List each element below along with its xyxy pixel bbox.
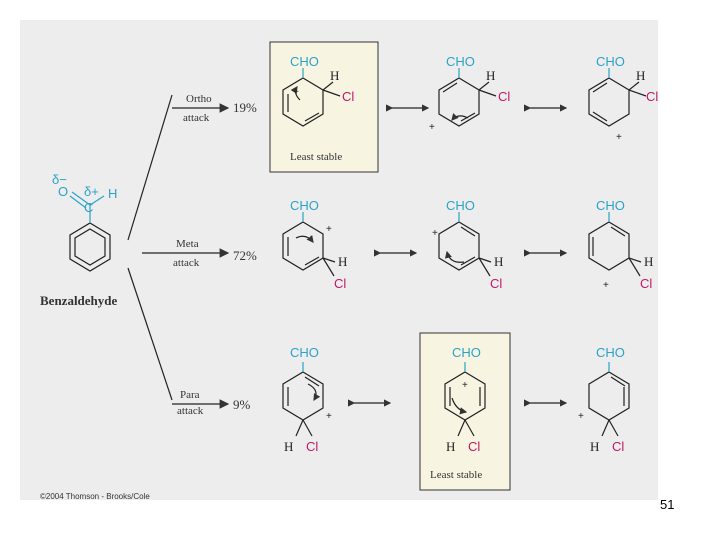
page-number: 51 <box>660 497 675 512</box>
reactant-name: Benzaldehyde <box>40 293 118 308</box>
percent-meta: 72% <box>233 248 257 263</box>
copyright-notice: ©2004 Thomson - Brooks/Cole <box>40 492 150 501</box>
delta-minus-label: δ− <box>52 172 67 187</box>
h-label: H <box>590 439 599 454</box>
cl-label: Cl <box>306 439 318 454</box>
ortho-structure-3 <box>588 68 647 127</box>
charge-plus: + <box>462 380 468 391</box>
aldehyde-hydrogen: H <box>108 186 117 201</box>
benzaldehyde-structure: O C H δ− δ+ <box>52 172 117 272</box>
h-label: H <box>446 439 455 454</box>
least-stable-label-para: Least stable <box>430 469 482 481</box>
cho-label: CHO <box>596 345 625 360</box>
charge-plus: + <box>429 122 435 133</box>
meta-structure-1 <box>282 212 336 277</box>
charge-plus: + <box>432 228 438 239</box>
cho-label: CHO <box>446 54 475 69</box>
cl-label: Cl <box>498 89 510 104</box>
cho-label: CHO <box>290 54 319 69</box>
h-label: H <box>486 68 495 83</box>
charge-plus: + <box>293 87 299 98</box>
branch-line-ortho <box>127 94 173 241</box>
cl-label: Cl <box>468 439 480 454</box>
charge-plus: + <box>326 224 332 235</box>
percent-para: 9% <box>233 397 251 412</box>
pathway-label-ortho: Ortho <box>186 93 212 105</box>
cho-label: CHO <box>452 345 481 360</box>
para-structure-2 <box>444 362 486 437</box>
h-label: H <box>338 254 347 269</box>
ortho-structure-2 <box>438 68 497 127</box>
charge-plus: + <box>326 411 332 422</box>
cl-label: Cl <box>490 276 502 291</box>
charge-plus: + <box>603 280 609 291</box>
cho-label: CHO <box>290 198 319 213</box>
pathway-label-para: Para <box>180 389 200 401</box>
pathway-label-meta: Meta <box>176 238 199 250</box>
cho-label: CHO <box>596 54 625 69</box>
cl-label: Cl <box>640 276 652 291</box>
ortho-structure-1 <box>282 68 341 127</box>
h-label: H <box>636 68 645 83</box>
cl-label: Cl <box>334 276 346 291</box>
resonance-arrows <box>348 104 568 407</box>
pathway-label-para-2: attack <box>177 405 204 417</box>
carbonyl-carbon: C <box>84 200 93 215</box>
meta-structure-2 <box>438 212 492 277</box>
charge-plus: + <box>578 411 584 422</box>
carbonyl-oxygen: O <box>58 184 68 199</box>
cho-label: CHO <box>290 345 319 360</box>
h-label: H <box>644 254 653 269</box>
cl-label: Cl <box>342 89 354 104</box>
delta-plus-label: δ+ <box>84 184 99 199</box>
cho-label: CHO <box>596 198 625 213</box>
meta-structure-3 <box>588 212 642 277</box>
para-structure-1 <box>282 362 324 437</box>
percent-ortho: 19% <box>233 100 257 115</box>
para-structure-3 <box>588 362 630 437</box>
pathway-label-ortho-2: attack <box>183 112 210 124</box>
cho-label: CHO <box>446 198 475 213</box>
h-label: H <box>494 254 503 269</box>
charge-plus: + <box>616 132 622 143</box>
h-label: H <box>330 68 339 83</box>
branch-line-para <box>127 267 173 401</box>
h-label: H <box>284 439 293 454</box>
least-stable-label-ortho: Least stable <box>290 151 342 163</box>
pathway-label-meta-2: attack <box>173 257 200 269</box>
cl-label: Cl <box>646 89 658 104</box>
cl-label: Cl <box>612 439 624 454</box>
